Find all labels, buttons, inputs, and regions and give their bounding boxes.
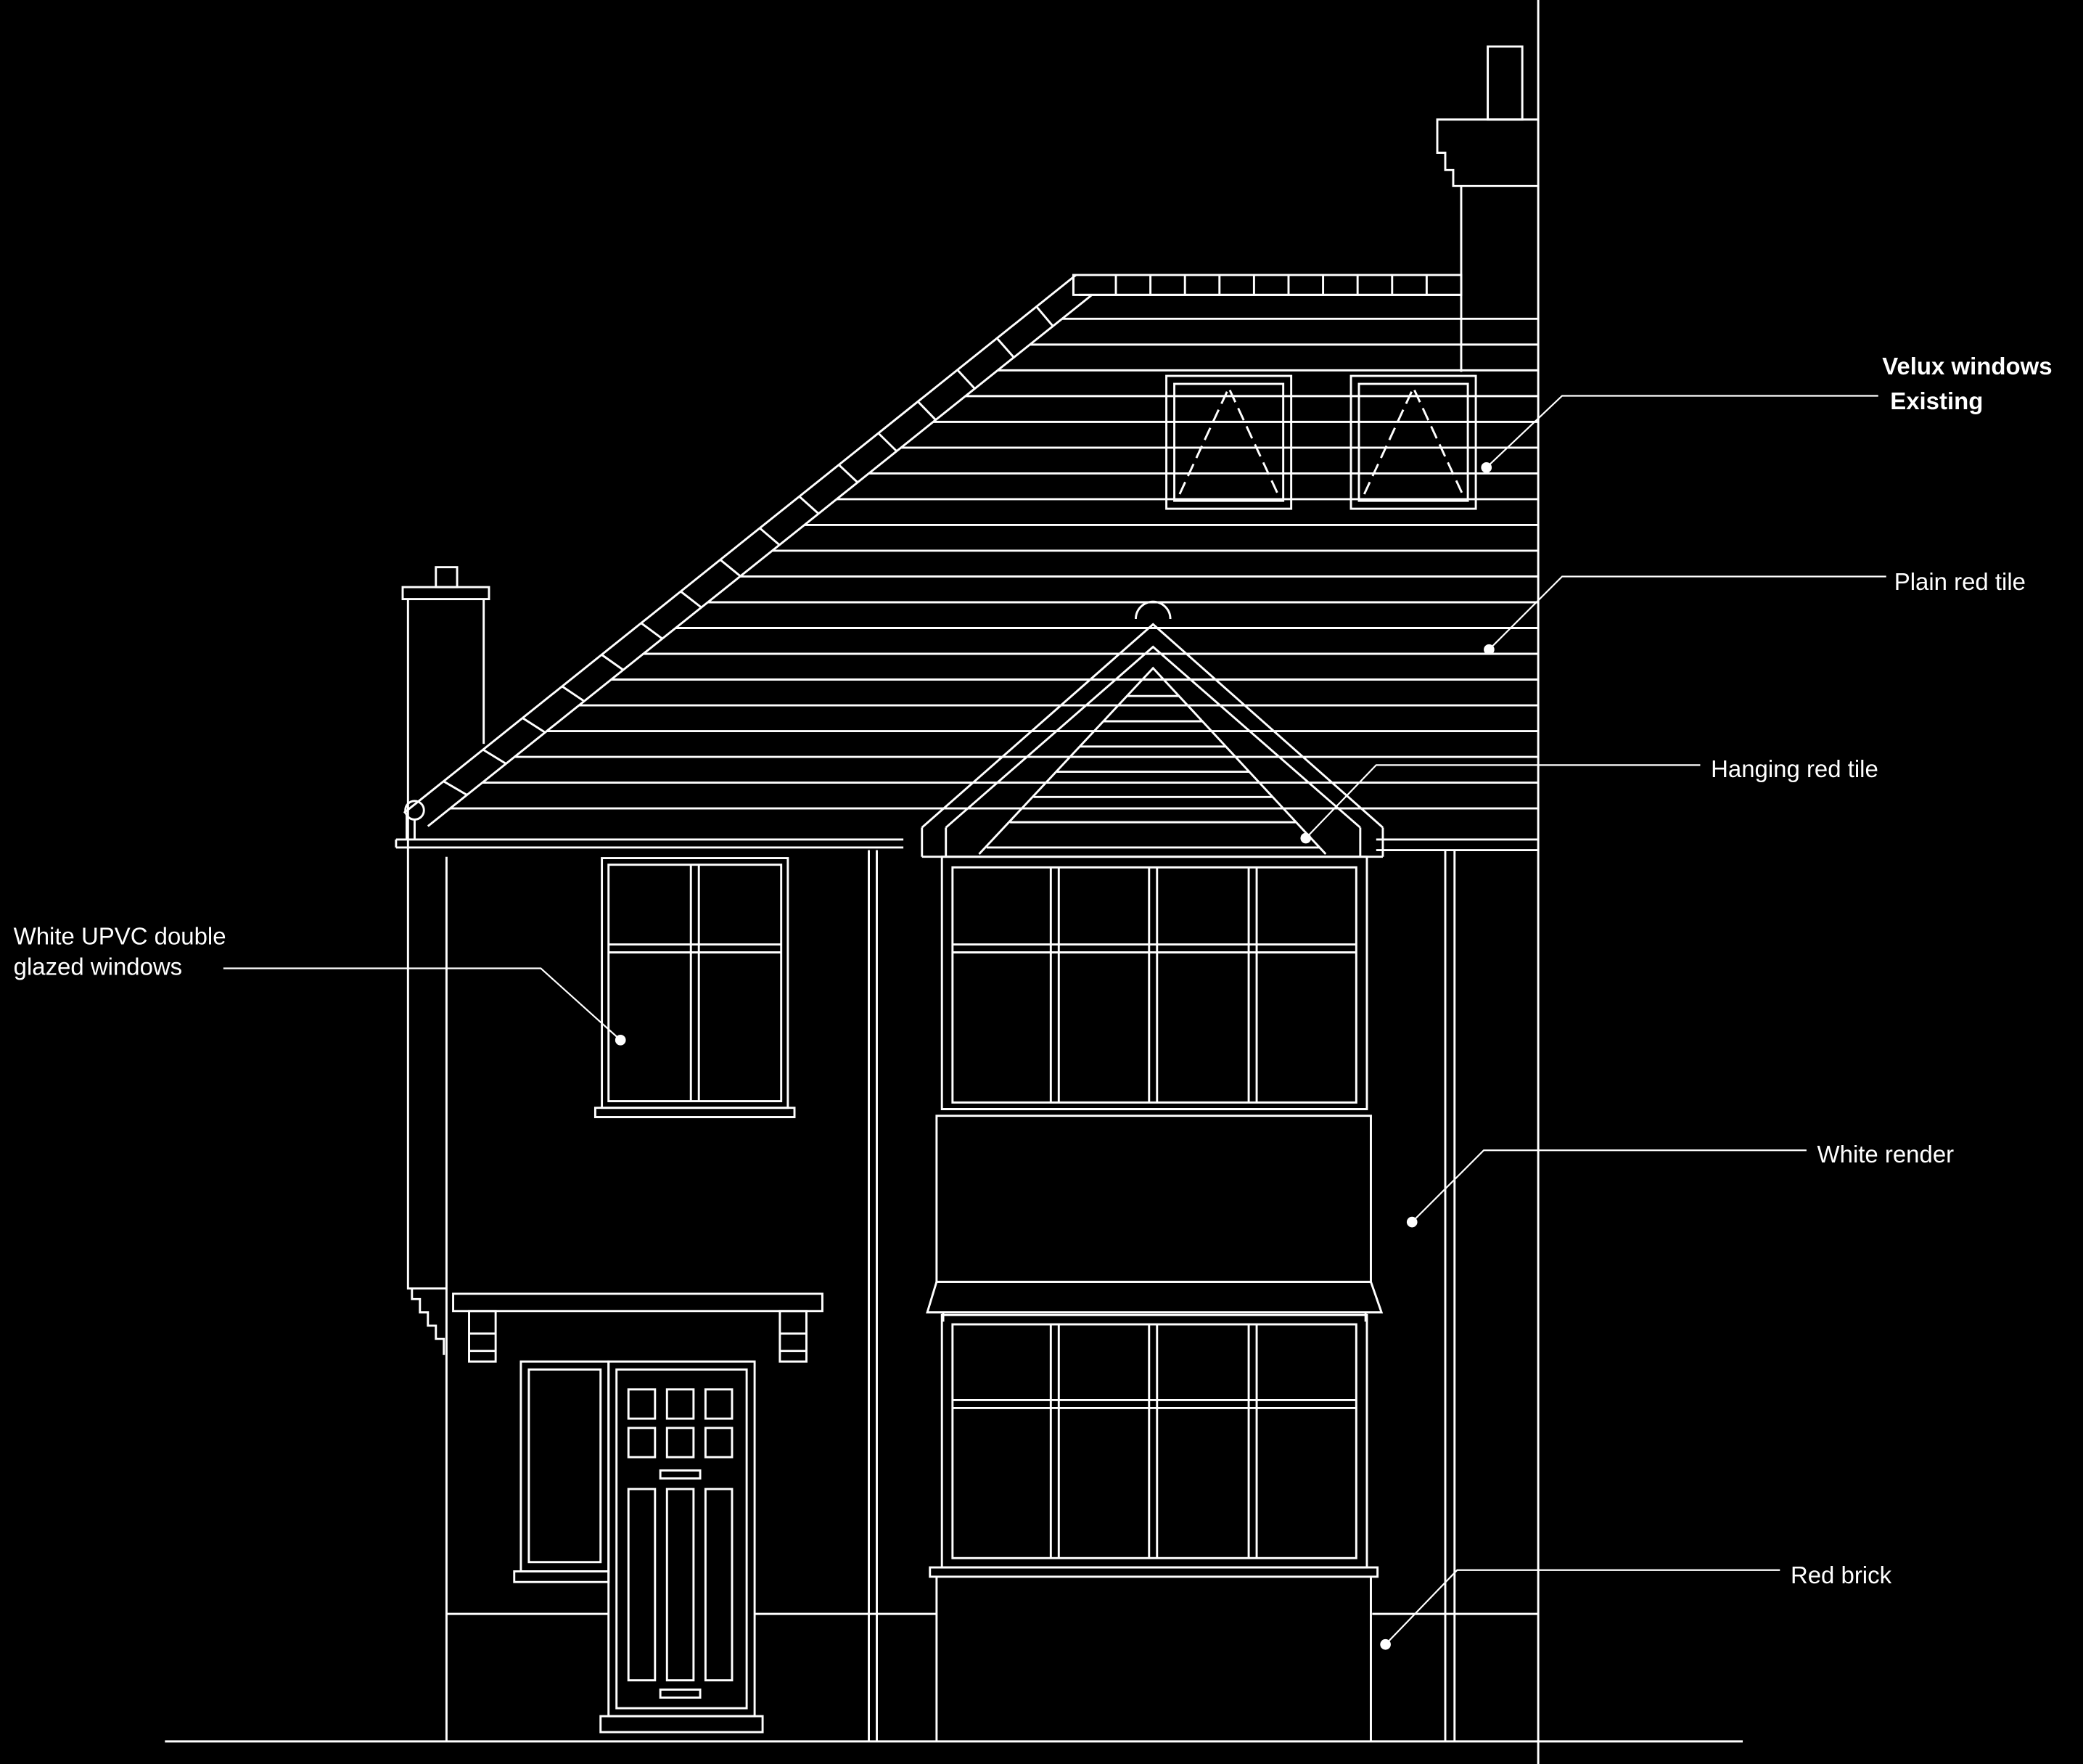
drawing-line <box>482 748 507 765</box>
velux-label-line1: Velux windows <box>1882 353 2052 380</box>
drawing-line <box>838 464 859 483</box>
main-roof <box>395 274 1539 852</box>
drawing-line <box>798 496 820 514</box>
upper-left-window <box>593 857 796 1118</box>
left-chimney <box>401 566 490 1355</box>
drawing-line <box>601 654 624 671</box>
bay-window-upper <box>940 856 1368 1110</box>
drawing-line <box>917 401 937 421</box>
hanging-red-tile-label: Hanging red tile <box>1711 755 1878 782</box>
drawing-line <box>680 590 702 609</box>
velux-label-line2: Existing <box>1890 387 1983 414</box>
drawing-line <box>956 369 976 390</box>
drawing-line <box>640 622 663 640</box>
leader-dots <box>615 462 1495 1650</box>
bay-panel <box>926 1115 1384 1322</box>
red-brick-label: Red brick <box>1791 1562 1892 1588</box>
plain-red-tile-label: Plain red tile <box>1894 568 2026 595</box>
walls <box>445 850 1539 1742</box>
porch-canopy <box>452 1292 823 1363</box>
front-door <box>599 1360 764 1734</box>
drawing-line <box>1035 305 1054 327</box>
leader-lines <box>223 395 1886 1646</box>
drawing-line <box>443 780 468 796</box>
drawing-line <box>759 527 781 546</box>
drawing-line <box>561 685 585 702</box>
bay-window-lower <box>929 1313 1379 1742</box>
white-render-label: White render <box>1817 1141 1955 1168</box>
drawing-line <box>877 432 897 452</box>
drawing-line <box>996 337 1015 358</box>
velux-window-right <box>1349 374 1477 510</box>
upvc-label-line2: glazed windows <box>14 953 183 980</box>
velux-window-left <box>1165 374 1293 510</box>
drawing-line <box>522 717 546 734</box>
drawing-line <box>719 559 741 578</box>
upvc-label-line1: White UPVC double <box>14 923 226 950</box>
